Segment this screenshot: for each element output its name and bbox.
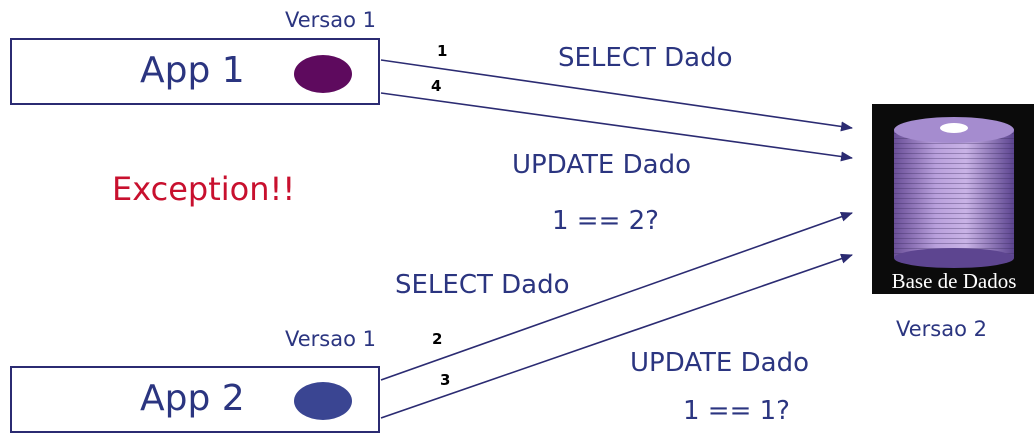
database-label: Base de Dados	[891, 269, 1017, 293]
database-disk-stack-icon	[872, 104, 1034, 294]
app2-version-label: Versao 1	[285, 327, 376, 351]
database-version-label: Versao 2	[896, 317, 987, 341]
app1-version-dot	[294, 55, 352, 93]
arrow-step-3	[380, 253, 853, 419]
app1-version-label: Versao 1	[285, 8, 376, 32]
arrow-step-2	[380, 211, 853, 381]
step-2-number: 2	[432, 330, 443, 348]
arrow-step-4	[380, 92, 853, 162]
compare-top-label: 1 == 2?	[552, 206, 659, 236]
step-4-number: 4	[431, 77, 442, 95]
app1-box: App 1	[10, 38, 380, 105]
update-bottom-label: UPDATE Dado	[630, 348, 809, 378]
app1-label: App 1	[140, 50, 245, 91]
step-3-number: 3	[440, 371, 451, 389]
exception-label: Exception!!	[112, 170, 296, 208]
step-1-number: 1	[437, 42, 448, 60]
database-icon: Base de Dados	[872, 104, 1034, 294]
select-top-label: SELECT Dado	[558, 43, 733, 73]
arrow-step-1	[380, 59, 853, 132]
app2-label: App 2	[140, 378, 245, 419]
update-top-label: UPDATE Dado	[512, 150, 691, 180]
app2-box: App 2	[10, 366, 380, 433]
app2-version-dot	[294, 382, 352, 420]
compare-bottom-label: 1 == 1?	[683, 396, 790, 426]
select-bottom-label: SELECT Dado	[395, 270, 570, 300]
